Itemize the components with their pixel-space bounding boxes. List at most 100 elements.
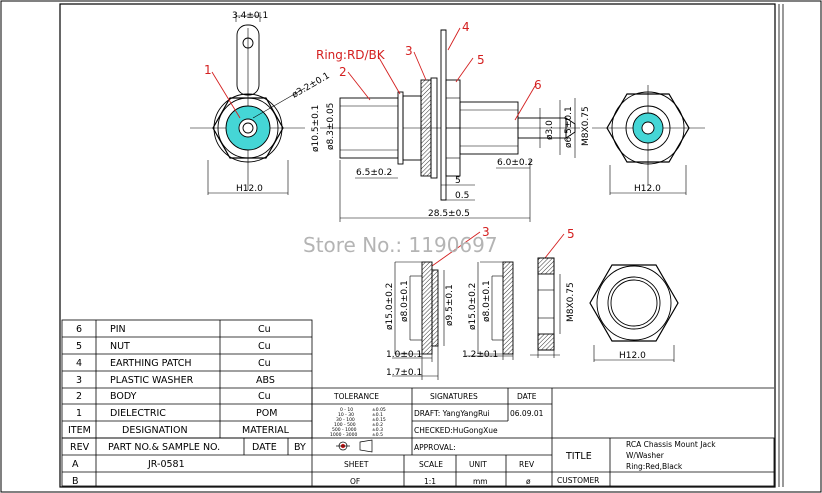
- dim-w4-t: 1.2±0.1: [462, 350, 498, 360]
- bom-material-3: ABS: [256, 375, 275, 386]
- dim-body-od: ø10.5±0.1: [311, 105, 321, 152]
- tolerance-block: TOLERANCE 0 - 10 10 - 30 30 - 100 100 - …: [330, 392, 386, 453]
- tol-range-5: 1000 - 3000: [330, 432, 358, 438]
- rev-row-a-part: JR-0581: [147, 459, 185, 470]
- back-view: [592, 85, 705, 195]
- sheet-block: SHEET OF SCALE 1:1 UNIT mm REV ø: [344, 460, 535, 486]
- unit-value: mm: [473, 477, 488, 486]
- washer-3-detail: [392, 261, 445, 380]
- washer-4-detail: [466, 261, 514, 360]
- rev-header-rev: REV: [70, 442, 90, 453]
- tol-range-1: 10 - 30: [338, 412, 354, 418]
- title-block: TITLE RCA Chassis Mount Jack W/Washer Ri…: [557, 440, 716, 485]
- nut-front-detail: [589, 264, 679, 362]
- tol-range-4: 500 - 1000: [332, 427, 357, 433]
- callout-2: 2: [339, 65, 347, 79]
- bom-item-5: 1: [76, 408, 82, 419]
- dim-w3-id: ø8.0±0.1: [400, 280, 410, 322]
- signatures-block: SIGNATURES DRAFT: YangYangRui CHECKED:Hu…: [414, 392, 544, 452]
- sheet-value: OF: [350, 477, 360, 486]
- scale-value: 1:1: [424, 477, 436, 486]
- bom-material-1: Cu: [258, 341, 271, 352]
- bom-designation-0: PIN: [110, 324, 126, 335]
- tol-value-1: ±0.1: [372, 412, 383, 418]
- date-label: DATE: [517, 392, 537, 401]
- callout-3-washer: 3: [482, 225, 490, 239]
- signature-draft: DRAFT: YangYangRui: [414, 409, 490, 418]
- tol-range-0: 0 - 10: [340, 407, 353, 413]
- tol-value-4: ±0.3: [372, 427, 383, 433]
- tol-value-2: ±0.15: [372, 417, 386, 423]
- title-line-2: W/Washer: [626, 451, 665, 460]
- bom-designation-4: BODY: [110, 391, 137, 402]
- dim-nut-hex: H12.0: [619, 351, 646, 361]
- dim-pin-width: 3.4±0.1: [232, 11, 268, 21]
- signatures-label: SIGNATURES: [430, 392, 478, 401]
- bom-material-5: POM: [256, 408, 277, 419]
- bom-item-0: 6: [76, 324, 82, 335]
- dim-hex-back: H12.0: [634, 184, 661, 194]
- title-line-1: RCA Chassis Mount Jack: [626, 440, 716, 449]
- tol-value-3: ±0.2: [372, 422, 383, 428]
- rev-header-part: PART NO.& SAMPLE NO.: [108, 442, 220, 453]
- dim-hole-dia: ø3.2±0.1: [291, 71, 332, 101]
- dim-w3-mid: ø9.5±0.1: [445, 284, 455, 326]
- signature-checked: CHECKED:HuGongXue: [414, 426, 498, 435]
- rev-label: REV: [519, 460, 535, 469]
- rev-header-by: BY: [294, 442, 306, 453]
- title-block-grid: [61, 387, 775, 487]
- title-label: TITLE: [565, 451, 592, 462]
- dim-thickness-5: 5: [455, 176, 461, 186]
- dim-body-len: 6.5±0.2: [356, 168, 392, 178]
- tol-value-0: ±0.05: [372, 407, 386, 413]
- bom-item-3: 3: [76, 375, 82, 386]
- callout-5-nut: 5: [567, 227, 575, 241]
- dim-nut-thread: M8X0.75: [566, 282, 576, 322]
- bom-header-material: MATERIAL: [242, 425, 290, 436]
- callout-1: 1: [204, 63, 212, 77]
- rev-row-b: B: [72, 476, 79, 487]
- callout-4: 4: [462, 20, 470, 34]
- rev-row-a: A: [72, 459, 79, 470]
- dim-total-len: 28.5±0.5: [428, 209, 470, 219]
- customer-label: CUSTOMER: [557, 476, 599, 485]
- bom-item-2: 4: [76, 358, 82, 369]
- projection-symbol-icon: [336, 439, 373, 453]
- dim-pin-dia: ø3.0: [545, 120, 555, 140]
- bom-designation-2: EARTHING PATCH: [110, 358, 192, 369]
- dim-body-id: ø8.3±0.05: [326, 103, 336, 150]
- unit-label: UNIT: [469, 460, 487, 469]
- bom-item-4: 2: [76, 391, 82, 402]
- tolerance-label: TOLERANCE: [333, 392, 379, 401]
- dim-w4-od: ø15.0±0.2: [468, 283, 478, 330]
- dim-thread-dia: ø6.5±0.1: [564, 106, 574, 148]
- bom-header-designation: DESIGNATION: [122, 425, 188, 436]
- dim-patch-05: 0.5: [455, 191, 469, 201]
- dim-w4-id: ø8.0±0.1: [482, 280, 492, 322]
- bom-table: 6 PIN Cu 5 NUT Cu 4 EARTHING PATCH Cu 3 …: [68, 324, 290, 436]
- dim-w3-od: ø15.0±0.2: [385, 283, 395, 330]
- bom-table-grid: [61, 319, 313, 439]
- bom-material-4: Cu: [258, 391, 271, 402]
- dim-w3-total: 1.7±0.1: [386, 368, 422, 378]
- bom-designation-5: DIELECTRIC: [110, 408, 166, 419]
- nut-side-detail: [530, 257, 561, 358]
- bom-item-1: 5: [76, 341, 82, 352]
- rev-value: ø: [526, 477, 531, 486]
- callout-leaders: [211, 27, 565, 267]
- dim-pin-len: 6.0±0.2: [497, 158, 533, 168]
- dim-thread: M8X0.75: [581, 106, 591, 146]
- signature-approval: APPROVAL:: [414, 443, 456, 452]
- callout-3: 3: [405, 44, 413, 58]
- dim-w3-t: 1.0±0.1: [386, 350, 422, 360]
- title-line-3: Ring:Red,Black: [626, 462, 683, 471]
- callout-5: 5: [477, 53, 485, 67]
- callout-6: 6: [534, 78, 542, 92]
- bom-material-2: Cu: [258, 358, 271, 369]
- tol-range-3: 100 - 500: [334, 422, 356, 428]
- bom-header-item: ITEM: [68, 425, 91, 436]
- bom-material-0: Cu: [258, 324, 271, 335]
- dim-hex-front: H12.0: [236, 184, 263, 194]
- bom-designation-1: NUT: [110, 341, 130, 352]
